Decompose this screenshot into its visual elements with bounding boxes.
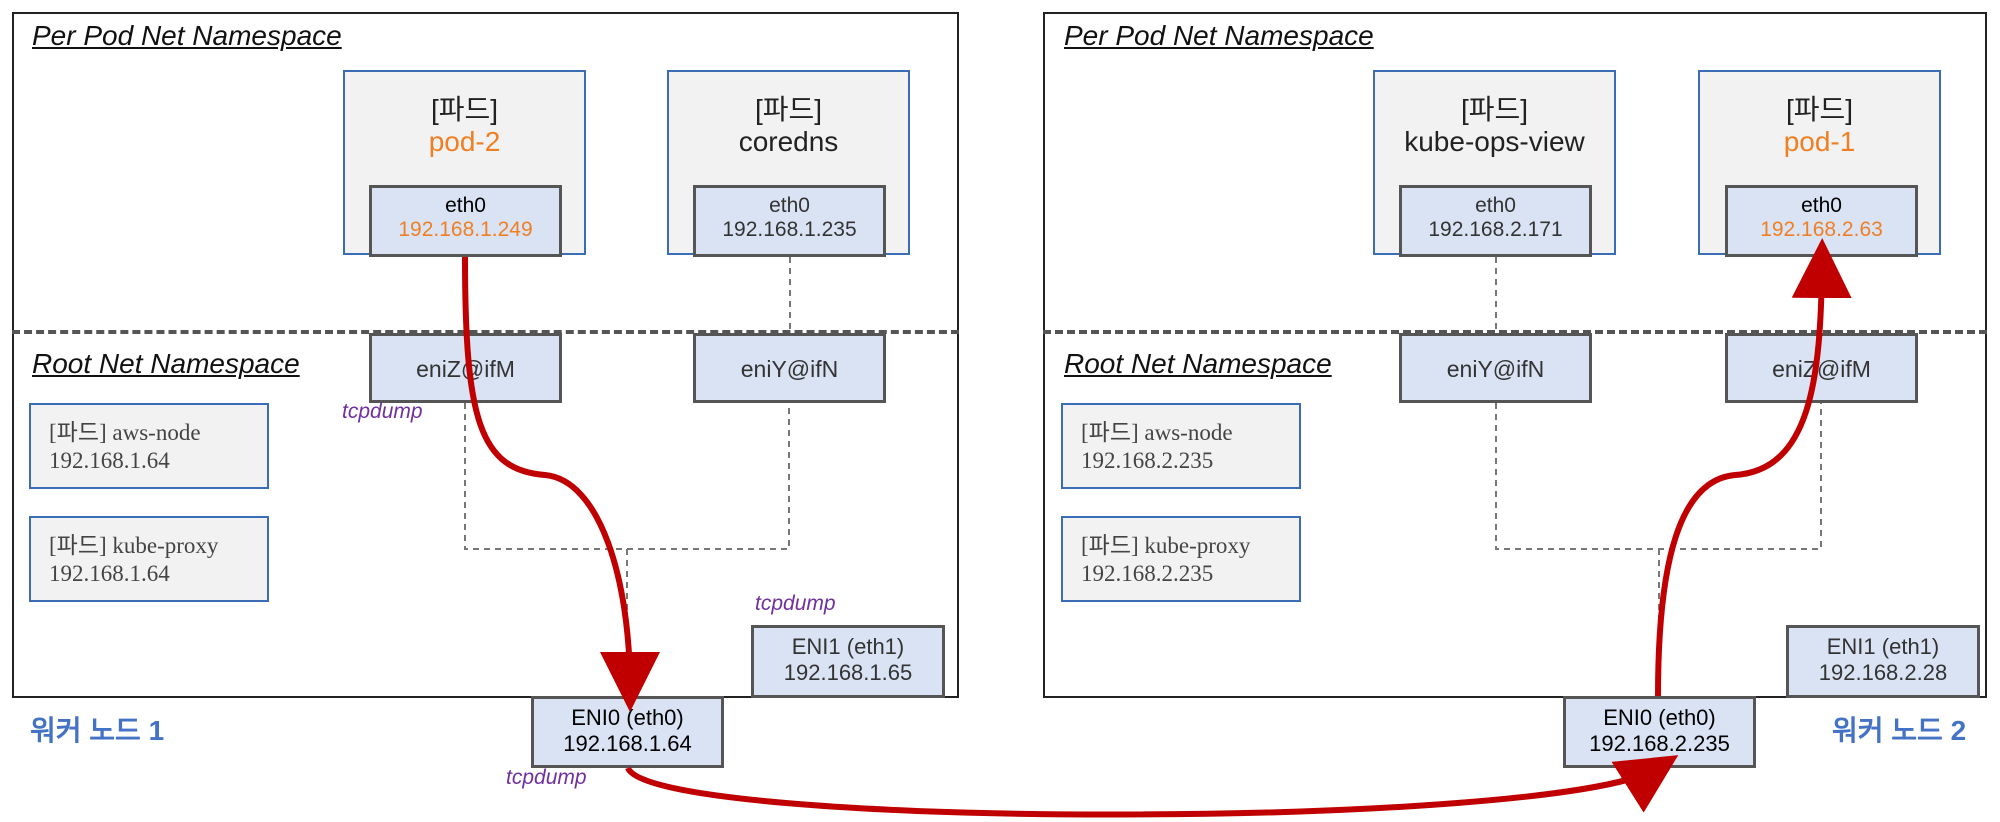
- pod-name: pod-1: [1783, 126, 1856, 157]
- iface-name: eth0: [769, 194, 810, 217]
- eni-name: ENI1 (eth1): [791, 634, 905, 659]
- pod-name: pod-2: [428, 126, 501, 157]
- infra-pod-name: [파드] aws-node: [1081, 420, 1233, 445]
- node2-aws-node-pod: [파드] aws-node 192.168.2.235: [1061, 403, 1301, 489]
- node2-ns-divider: [1043, 330, 1987, 334]
- eni-name: ENI0 (eth0): [1603, 705, 1716, 730]
- pod-bracket-label: [파드]: [1785, 94, 1854, 125]
- arrow-node1-to-node2: [625, 755, 1679, 818]
- node1-coredns-eth0[interactable]: eth0 192.168.1.235: [693, 185, 886, 257]
- infra-pod-ip: 192.168.1.64: [49, 448, 170, 473]
- worker-node-2-label: 워커 노드 2: [1832, 715, 1967, 746]
- eni-ip: 192.168.1.64: [563, 731, 692, 756]
- iface-ip: 192.168.2.63: [1760, 218, 1883, 241]
- node1-veth-eniY[interactable]: eniY@ifN: [693, 333, 886, 403]
- node2-veth-eniY[interactable]: eniY@ifN: [1399, 333, 1592, 403]
- node1-eni1[interactable]: ENI1 (eth1) 192.168.1.65: [751, 625, 945, 698]
- iface-ip: 192.168.1.249: [398, 218, 533, 241]
- node1-eni0[interactable]: ENI0 (eth0) 192.168.1.64: [531, 696, 724, 768]
- node1-per-pod-ns-title: Per Pod Net Namespace: [32, 20, 342, 51]
- pod-bracket-label: [파드]: [754, 94, 823, 125]
- node1-tcpdump-veth-label: tcpdump: [342, 400, 423, 423]
- node2-kube-ops-view-eth0[interactable]: eth0 192.168.2.171: [1399, 185, 1592, 257]
- node1-root-ns-title: Root Net Namespace: [32, 348, 300, 379]
- infra-pod-name: [파드] aws-node: [49, 420, 201, 445]
- node2-eni1[interactable]: ENI1 (eth1) 192.168.2.28: [1786, 625, 1980, 698]
- node1-ns-divider: [12, 330, 959, 334]
- infra-pod-ip: 192.168.2.235: [1081, 448, 1214, 473]
- pod-name: kube-ops-view: [1404, 126, 1585, 157]
- eni-ip: 192.168.2.28: [1818, 660, 1948, 685]
- iface-name: eth0: [1801, 194, 1842, 217]
- node2-per-pod-ns-title: Per Pod Net Namespace: [1064, 20, 1374, 51]
- infra-pod-name: [파드] kube-proxy: [49, 533, 219, 558]
- node1-kube-proxy-pod: [파드] kube-proxy 192.168.1.64: [29, 516, 269, 602]
- arrow-eni0-to-pod1: [1655, 238, 1852, 697]
- pod-name: coredns: [738, 126, 839, 157]
- eni-ip: 192.168.2.235: [1589, 731, 1730, 756]
- node2-root-ns-title: Root Net Namespace: [1064, 348, 1332, 379]
- iface-name: eth0: [1475, 194, 1516, 217]
- iface-name: eth0: [445, 194, 486, 217]
- node1-pod-2-eth0[interactable]: eth0 192.168.1.249: [369, 185, 562, 257]
- eni-ip: 192.168.1.65: [783, 660, 913, 685]
- node2-kube-proxy-pod: [파드] kube-proxy 192.168.2.235: [1061, 516, 1301, 602]
- worker-node-1-label: 워커 노드 1: [30, 715, 165, 746]
- infra-pod-ip: 192.168.1.64: [49, 561, 170, 586]
- node1-tcpdump-eni0-label: tcpdump: [506, 766, 587, 789]
- node1-tcpdump-eni1-label: tcpdump: [755, 592, 836, 615]
- infra-pod-ip: 192.168.2.235: [1081, 561, 1214, 586]
- eni-name: ENI1 (eth1): [1826, 634, 1940, 659]
- arrow-pod2-to-eni0: [462, 256, 660, 712]
- iface-ip: 192.168.2.171: [1428, 218, 1563, 241]
- pod-bracket-label: [파드]: [1460, 94, 1529, 125]
- pod-bracket-label: [파드]: [430, 94, 499, 125]
- node1-aws-node-pod: [파드] aws-node 192.168.1.64: [29, 403, 269, 489]
- iface-ip: 192.168.1.235: [722, 218, 857, 241]
- infra-pod-name: [파드] kube-proxy: [1081, 533, 1251, 558]
